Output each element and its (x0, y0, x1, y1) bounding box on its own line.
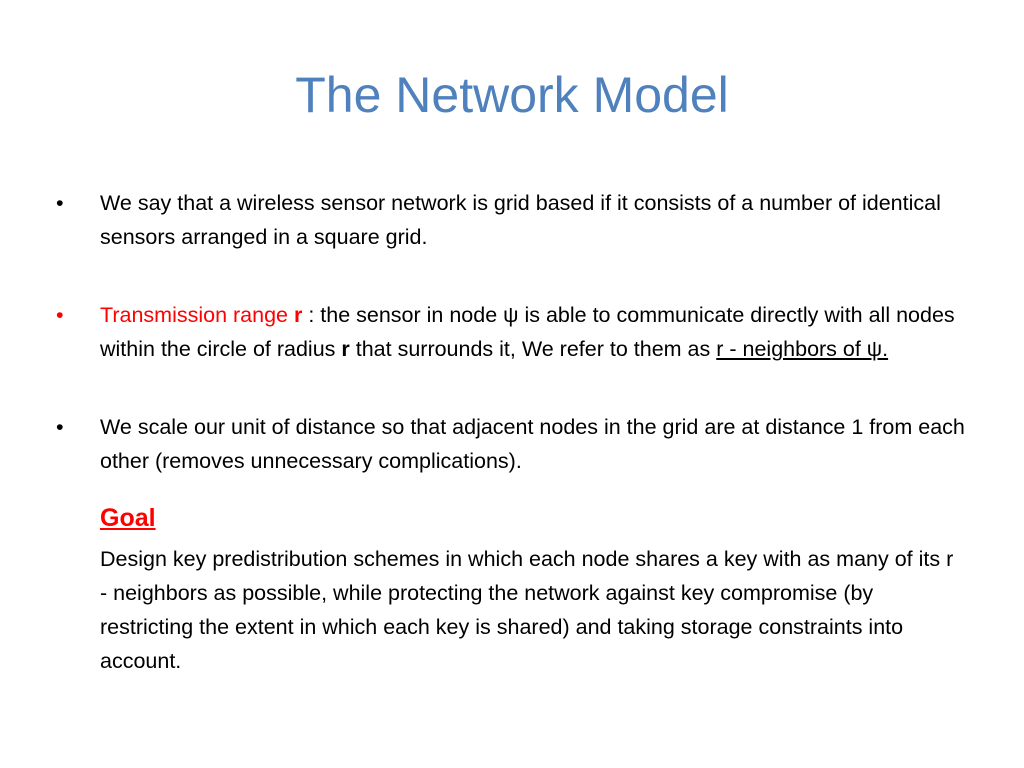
bullet-dot: • (56, 303, 64, 327)
r-neighbors-term: r - neighbors of ψ. (716, 337, 889, 361)
bullet-item-unit-distance: • We scale our unit of distance so that … (56, 410, 966, 478)
transmission-range-label: Transmission range (100, 303, 294, 327)
bullet-dot: • (56, 191, 64, 215)
slide-title: The Network Model (295, 67, 729, 123)
transmission-range-variable: r (293, 303, 303, 327)
bullet-text-part1: : the sensor in node ψ is able to commun… (100, 303, 955, 361)
bullet-text: We say that a wireless sensor network is… (100, 191, 941, 249)
slide-content: • We say that a wireless sensor network … (56, 186, 966, 678)
bullet-text-part2: that surrounds it, We refer to them as (349, 337, 717, 361)
goal-heading: Goal (100, 504, 156, 532)
goal-text: Design key predistribution schemes in wh… (100, 547, 954, 673)
radius-variable: r (341, 337, 350, 361)
bullet-dot: • (56, 415, 64, 439)
bullet-item-grid-definition: • We say that a wireless sensor network … (56, 186, 966, 254)
bullet-item-transmission-range: • Transmission range r : the sensor in n… (56, 298, 966, 366)
bullet-text: We scale our unit of distance so that ad… (100, 415, 965, 473)
